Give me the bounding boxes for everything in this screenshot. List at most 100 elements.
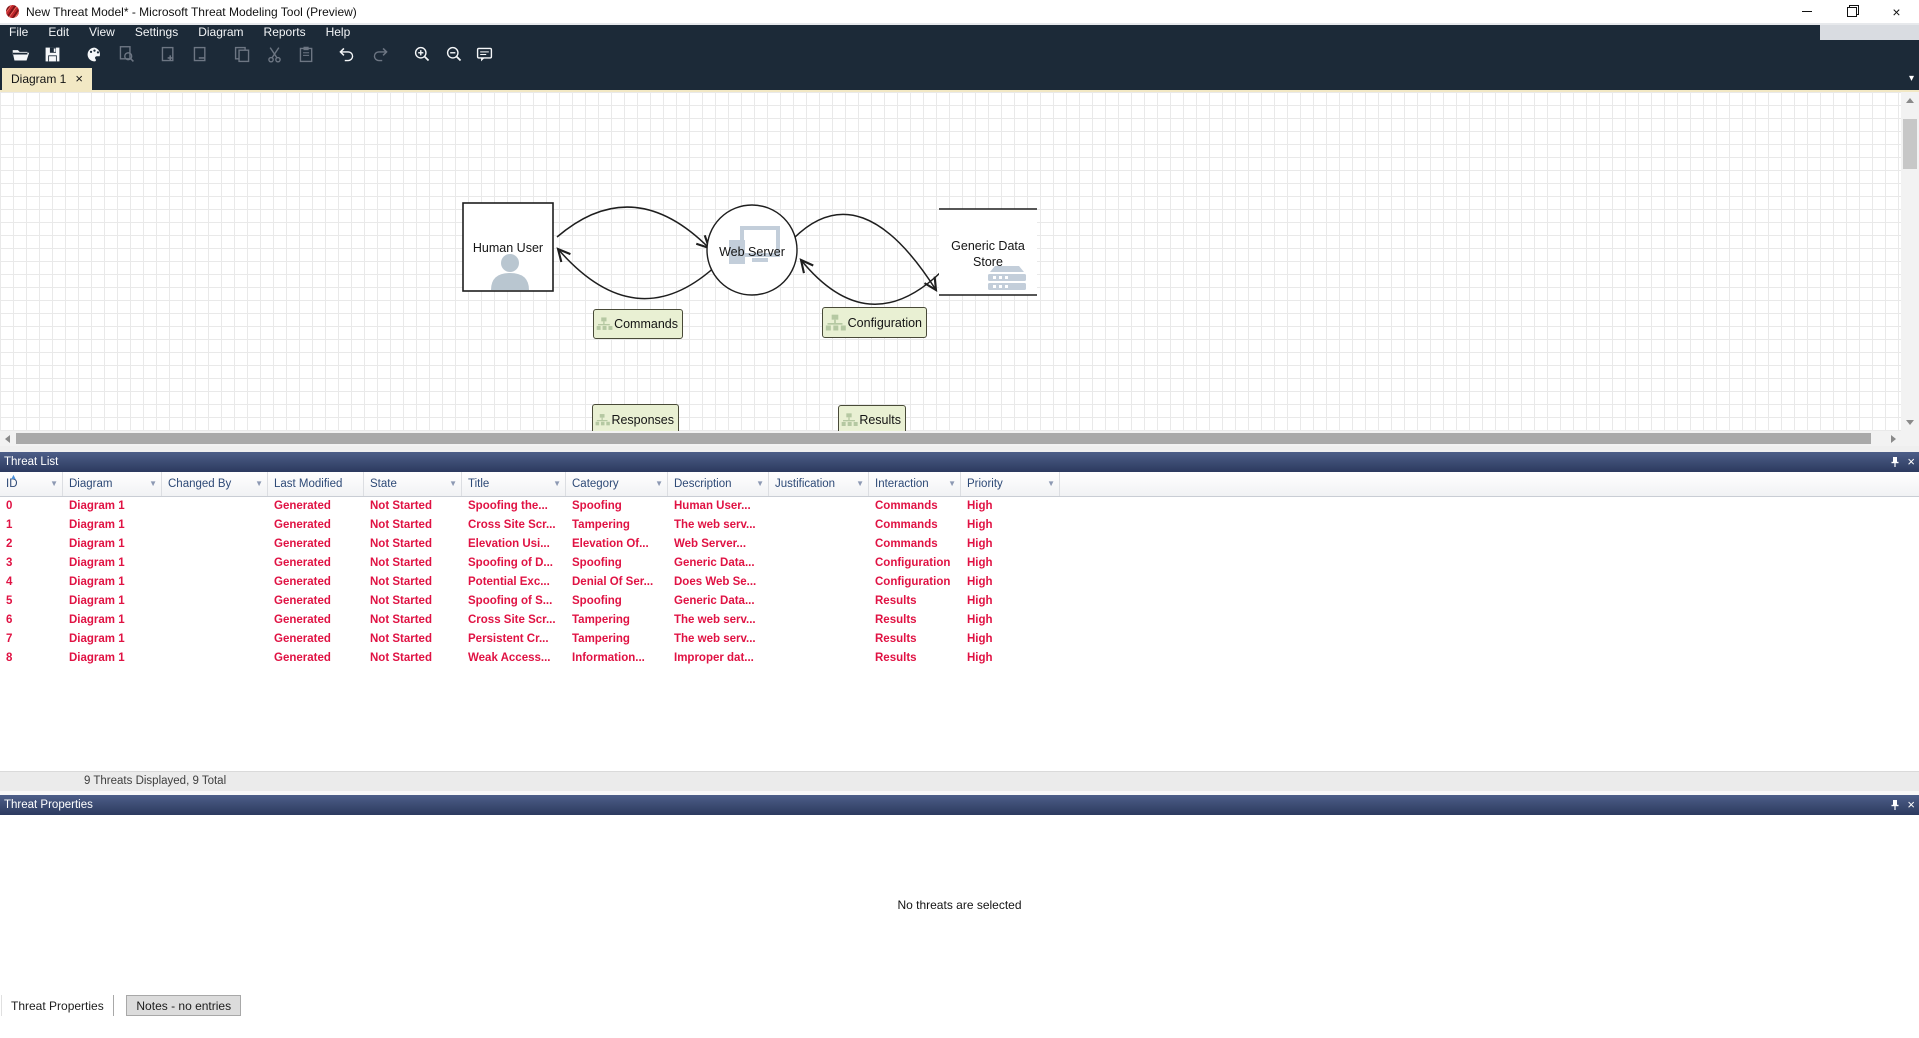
- minimize-button[interactable]: [1784, 0, 1829, 23]
- tab-notes-no-entries[interactable]: Notes - no entries: [126, 995, 242, 1016]
- tab-diagram-1[interactable]: Diagram 1 ×: [2, 68, 92, 90]
- filter-dropdown-icon[interactable]: ▼: [948, 479, 956, 488]
- cell-category: Spoofing: [572, 595, 622, 607]
- filter-dropdown-icon[interactable]: ▼: [149, 479, 157, 488]
- filter-dropdown-icon[interactable]: ▼: [449, 479, 457, 488]
- cell-last-modified: Generated: [274, 595, 331, 607]
- cell-priority: High: [967, 576, 993, 588]
- panel-close-icon[interactable]: ×: [1907, 797, 1915, 812]
- cell-interaction: Results: [875, 633, 917, 645]
- cell-priority: High: [967, 652, 993, 664]
- cell-title: Potential Exc...: [468, 576, 550, 588]
- column-header-interaction[interactable]: Interaction▼: [869, 472, 961, 496]
- palette-icon[interactable]: [82, 42, 106, 66]
- scroll-right-icon[interactable]: [1891, 435, 1896, 443]
- title-bar: New Threat Model* - Microsoft Threat Mod…: [0, 0, 1919, 23]
- zoom-out-icon[interactable]: [442, 42, 466, 66]
- scroll-up-icon[interactable]: [1906, 98, 1914, 103]
- undo-icon[interactable]: [334, 42, 358, 66]
- tab-overflow-dropdown-icon[interactable]: ▾: [1908, 73, 1914, 84]
- column-header-priority[interactable]: Priority▼: [961, 472, 1060, 496]
- flow-label-responses[interactable]: Responses: [592, 404, 679, 431]
- menu-item-settings[interactable]: Settings: [134, 25, 179, 39]
- scroll-down-icon[interactable]: [1906, 420, 1914, 425]
- pin-icon[interactable]: [1890, 799, 1900, 811]
- cell-description: Generic Data...: [674, 595, 755, 607]
- node-human-user[interactable]: Human User: [462, 202, 554, 292]
- restore-icon: [1847, 5, 1859, 17]
- filter-dropdown-icon[interactable]: ▼: [655, 479, 663, 488]
- flow-results-arc[interactable]: [799, 258, 942, 305]
- menu-item-file[interactable]: File: [9, 25, 29, 39]
- filter-dropdown-icon[interactable]: ▼: [553, 479, 561, 488]
- column-header-category[interactable]: Category▼: [566, 472, 668, 496]
- feedback-icon[interactable]: [472, 42, 496, 66]
- flow-responses-arc[interactable]: [556, 247, 719, 300]
- column-header-last-modified[interactable]: Last Modified: [268, 472, 364, 496]
- tab-threat-properties[interactable]: Threat Properties: [1, 995, 114, 1016]
- menu-item-edit[interactable]: Edit: [48, 25, 70, 39]
- column-header-state[interactable]: State▼: [364, 472, 462, 496]
- cell-justification: [769, 497, 869, 516]
- threat-properties-tabs: Threat Properties Notes - no entries: [0, 995, 1919, 1016]
- save-icon[interactable]: [40, 42, 64, 66]
- column-header-title[interactable]: Title▼: [462, 472, 566, 496]
- node-generic-data-store[interactable]: Generic Data Store: [939, 208, 1037, 296]
- flow-commands-arc[interactable]: [556, 206, 711, 250]
- menu-item-help[interactable]: Help: [325, 25, 351, 39]
- filter-dropdown-icon[interactable]: ▼: [756, 479, 764, 488]
- cell-id: 1: [6, 519, 13, 531]
- cell-priority: High: [967, 557, 993, 569]
- column-header-description[interactable]: Description▼: [668, 472, 769, 496]
- pin-icon[interactable]: [1890, 456, 1900, 468]
- filter-dropdown-icon[interactable]: ▼: [50, 479, 58, 488]
- column-header-id[interactable]: ID▲▼: [0, 472, 63, 496]
- cell-priority: High: [967, 538, 993, 550]
- vertical-scroll-thumb[interactable]: [1903, 119, 1917, 169]
- cell-diagram: Diagram 1: [69, 595, 125, 607]
- zoom-in-icon[interactable]: [410, 42, 434, 66]
- cell-changed-by: [162, 554, 268, 573]
- cell-description: The web serv...: [674, 519, 756, 531]
- tab-close-icon[interactable]: ×: [75, 71, 83, 86]
- horizontal-scroll-thumb[interactable]: [16, 433, 1871, 444]
- menu-item-view[interactable]: View: [89, 25, 115, 39]
- filter-dropdown-icon[interactable]: ▼: [1047, 479, 1055, 488]
- cell-state: Not Started: [370, 538, 432, 550]
- open-icon[interactable]: [8, 42, 32, 66]
- cell-id: 4: [6, 576, 13, 588]
- node-web-server[interactable]: Web Server: [706, 204, 798, 296]
- menu-item-reports[interactable]: Reports: [263, 25, 306, 39]
- restore-button[interactable]: [1829, 0, 1874, 23]
- panel-splitter[interactable]: [0, 446, 1919, 452]
- canvas-vertical-scrollbar[interactable]: [1901, 92, 1919, 431]
- close-button[interactable]: ×: [1874, 0, 1919, 23]
- cell-description: The web serv...: [674, 633, 756, 645]
- flow-label-text: Responses: [611, 412, 674, 427]
- flow-label-results[interactable]: Results: [838, 405, 906, 431]
- column-header-changed-by[interactable]: Changed By▼: [162, 472, 268, 496]
- column-header-justification[interactable]: Justification▼: [769, 472, 869, 496]
- filter-dropdown-icon[interactable]: ▼: [255, 479, 263, 488]
- flow-label-commands[interactable]: Commands: [593, 309, 683, 339]
- diagram-canvas[interactable]: Human User Web Server Generic Da: [0, 92, 1901, 431]
- cell-title: Spoofing the...: [468, 500, 548, 512]
- column-header-diagram[interactable]: Diagram▼: [63, 472, 162, 496]
- filter-dropdown-icon[interactable]: ▼: [856, 479, 864, 488]
- flow-configuration-arc[interactable]: [793, 213, 938, 292]
- scroll-left-icon[interactable]: [5, 435, 10, 443]
- canvas-horizontal-scrollbar[interactable]: [0, 431, 1901, 446]
- flow-label-configuration[interactable]: Configuration: [822, 307, 927, 338]
- remove-diagram-icon: [188, 42, 212, 66]
- menu-item-diagram[interactable]: Diagram: [198, 25, 244, 39]
- panel-close-icon[interactable]: ×: [1907, 454, 1915, 469]
